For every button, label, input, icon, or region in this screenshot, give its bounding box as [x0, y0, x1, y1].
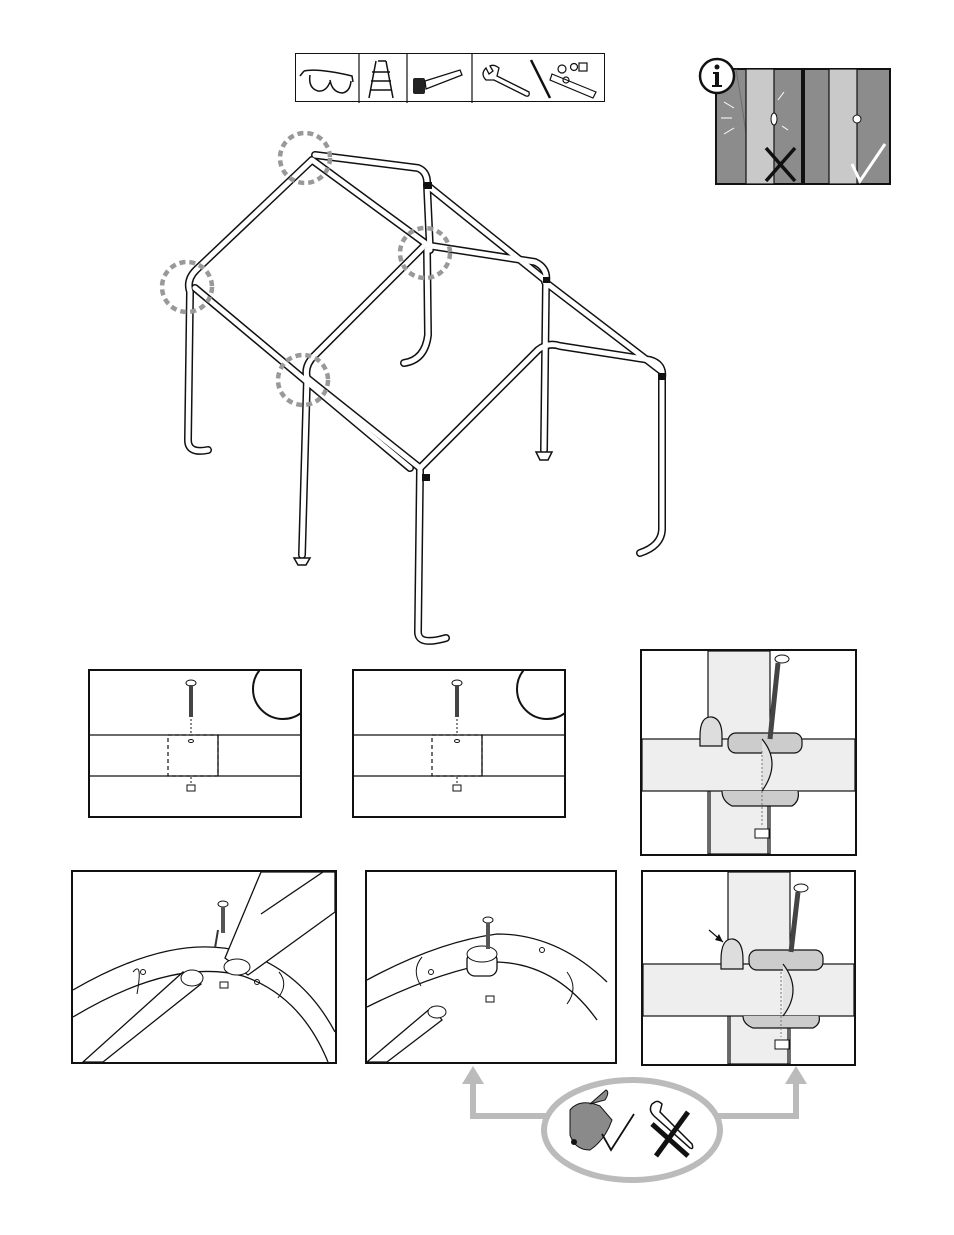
- bolt-detail-panel-2: [352, 669, 566, 818]
- hex-nut-icon: [453, 777, 461, 791]
- safety-glasses-icon: [300, 70, 353, 93]
- step-ladder-icon: [369, 61, 393, 98]
- socket-wrench-set-icon: [550, 63, 596, 98]
- adjustable-wrench-icon: [483, 65, 529, 96]
- hex-nut-icon: [220, 982, 228, 988]
- carriage-bolt-icon: [483, 917, 493, 949]
- clamp-detail-bottom: [641, 870, 856, 1066]
- hex-nut-icon: [486, 996, 494, 1002]
- info-panel: [694, 56, 894, 188]
- tools-strip: [295, 53, 605, 102]
- hand-tighten-note: [462, 1064, 810, 1188]
- hex-nut-icon: [187, 777, 195, 791]
- hex-nut-icon: [775, 1040, 789, 1049]
- bolt-detail-panel-1: [88, 669, 302, 818]
- rubber-mallet-icon: [413, 70, 462, 94]
- carriage-bolt-icon: [791, 884, 808, 952]
- elbow-joint-detail-1: [71, 870, 337, 1064]
- hex-nut-icon: [755, 829, 769, 838]
- info-icon: [700, 59, 734, 93]
- clamp-detail-top: [640, 649, 857, 856]
- carriage-bolt-icon: [452, 680, 462, 735]
- frame-assembly-drawing: [150, 120, 690, 660]
- carriage-bolt-icon: [218, 901, 228, 933]
- carriage-bolt-icon: [186, 680, 196, 735]
- carriage-bolt-icon: [770, 655, 789, 739]
- elbow-joint-detail-2: [365, 870, 617, 1064]
